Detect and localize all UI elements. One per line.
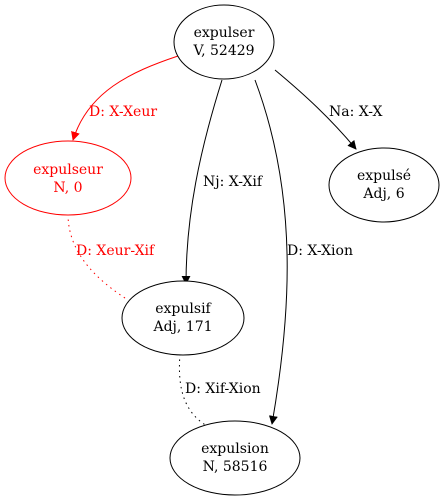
edge-expulser-expulsion: D: X-Xion [254,79,353,425]
node-ellipse [121,280,245,356]
edge-line [274,69,357,150]
node-title: expulsion [201,441,269,457]
node-info: N, 58516 [203,459,268,475]
edge-line [67,213,129,301]
node-expulseur: expulseur N, 0 [4,140,132,216]
edge-expulseur-expulsif: D: Xeur-Xif [67,213,156,301]
node-info: V, 52429 [192,43,254,59]
edge-line [178,353,208,427]
node-expulsif: expulsif Adj, 171 [121,280,245,356]
node-info: Adj, 171 [152,319,212,335]
node-expulsion: expulsion N, 58516 [169,420,301,496]
edge-expulser-expulse: Na: X-X [274,69,382,150]
edge-expulsif-expulsion: D: Xif-Xion [178,353,261,427]
node-ellipse [169,420,301,496]
node-ellipse [173,4,275,80]
edge-label: D: X-Xeur [89,104,157,120]
edge-expulser-expulseur: D: X-Xeur [71,55,179,141]
node-ellipse [328,147,440,223]
node-title: expulseur [33,162,103,178]
edge-label: Na: X-X [329,104,382,120]
edge-line [71,55,179,141]
edge-line [254,79,288,425]
edge-label: Nj: X-Xif [203,174,264,190]
node-info: N, 0 [53,180,82,196]
node-ellipse [4,140,132,216]
node-title: expulsif [155,301,212,317]
edge-expulser-expulsif: Nj: X-Xif [181,79,264,285]
edge-label: D: Xeur-Xif [76,243,156,259]
edge-label: D: Xif-Xion [185,381,261,397]
node-title: expulser [194,25,255,41]
node-title: expulsé [357,168,411,184]
node-expulser: expulser V, 52429 [173,4,275,80]
node-expulse: expulsé Adj, 6 [328,147,440,223]
node-info: Adj, 6 [362,186,404,202]
edge-line [181,79,223,285]
edge-label: D: X-Xion [287,243,353,259]
